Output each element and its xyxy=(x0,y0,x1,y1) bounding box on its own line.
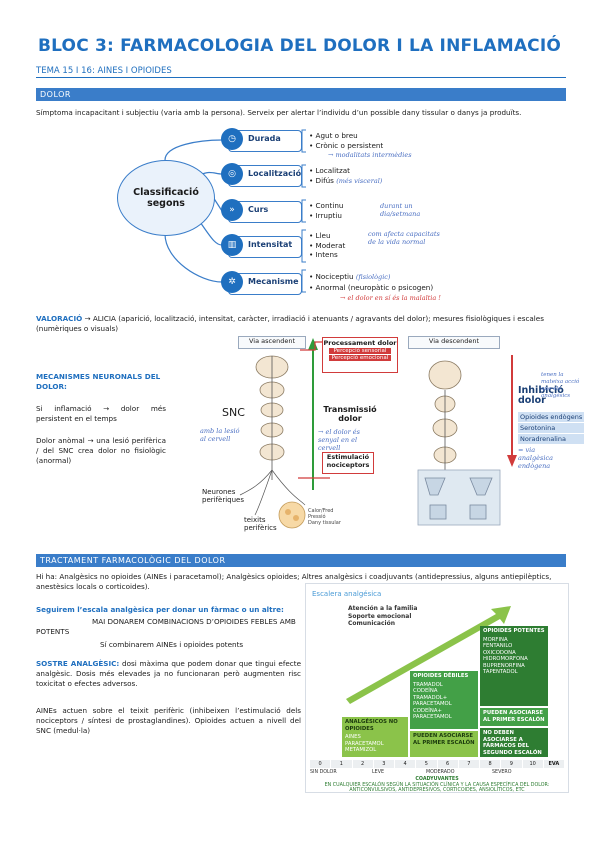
scale-cell: 10 xyxy=(522,760,543,768)
dolor-intro: Símptoma incapacitant i subjectiu (varia… xyxy=(36,108,522,117)
scale-cell: 8 xyxy=(480,760,501,768)
step3-foot1: PUEDEN ASOCIARSE AL PRIMER ESCALÓN xyxy=(480,708,548,726)
teixits-label: teixits perifèrics xyxy=(244,516,277,532)
list-item: • Anormal (neuropàtic o psicogen) xyxy=(309,282,434,292)
mecanisme-items: • Nociceptiu (fisiològic) • Anormal (neu… xyxy=(309,272,433,292)
page-subtitle: TEMA 15 I 16: AINES I OPIOIDES xyxy=(36,66,172,76)
neurones-label: Neurones perifèriques xyxy=(202,488,244,504)
processament-box: Processament dolor Percepció sensorial P… xyxy=(322,337,398,373)
clock-icon: ◷ xyxy=(221,128,243,150)
snc-label: SNC xyxy=(222,406,245,419)
durada-items: • Agut o breu • Crònic o persistent xyxy=(309,131,383,150)
coadyuvantes: COADYUVANTES EN CUALQUIER ESCALÓN SEGÚN … xyxy=(324,777,550,793)
tractament-intro: Hi ha: Analgèsics no opioides (AINEs i p… xyxy=(36,572,552,591)
list-item: • Nociceptiu (fisiològic) xyxy=(309,272,391,281)
step3-box: OPIOIDES POTENTES MORFINA FENTANILO OXIC… xyxy=(480,626,548,706)
mecanismes-p1: Si inflamació → dolor més persistent en … xyxy=(36,404,166,423)
scale-cell: 6 xyxy=(437,760,458,768)
scale-cell: 0 xyxy=(310,760,331,768)
aines-text: AINEs actuen sobre el teixit perifèric (… xyxy=(36,706,301,735)
hand-note-mecanisme: → el dolor en sí és la malaltia ! xyxy=(340,294,441,302)
list-item: • Difús (més visceral) xyxy=(309,175,383,185)
list-item: • Irruptiu xyxy=(309,210,342,220)
category-curs: » Curs xyxy=(221,199,302,223)
hand-note-curs: durant un dia/setmana xyxy=(380,202,421,218)
mecanismes-title: MECANISMES NEURONALS DEL DOLOR: xyxy=(36,372,161,391)
escalera-arrow xyxy=(346,606,511,704)
eva-scale: 0 1 2 3 4 5 6 7 8 9 10 EVA xyxy=(310,760,564,768)
scale-cell: 3 xyxy=(373,760,394,768)
step2-box: OPIOIDES DÉBILES TRAMADOL CODEÍNA TRAMAD… xyxy=(410,671,478,729)
category-durada: ◷ Durada xyxy=(221,128,302,152)
hand-note-left: amb la lesió al cervell xyxy=(200,427,240,443)
via-ascendent-label: Via ascendent xyxy=(238,336,306,349)
intensitat-items: • Lleu • Moderat • Intens xyxy=(309,231,345,260)
gears-icon: ✲ xyxy=(221,271,243,293)
hand-note-intensitat: com afecta capacitats de la vida normal xyxy=(368,230,440,246)
bar-chart-icon: ▥ xyxy=(221,234,243,256)
scale-cell: EVA xyxy=(543,760,564,768)
step2-foot: PUEDEN ASOCIARSE AL PRIMER ESCALÓN xyxy=(410,731,478,757)
category-localitzacio: ◎ Localització xyxy=(221,163,302,187)
escalera-figure: Escalera analgésica Atención a la famili… xyxy=(305,583,569,793)
transmissio-label: Transmissió dolor xyxy=(323,405,377,423)
scale-cell: 5 xyxy=(416,760,437,768)
list-item: • Agut o breu xyxy=(309,131,358,140)
inhibicio-note: = via analgèsica endògena xyxy=(518,446,553,470)
scale-cell: 9 xyxy=(501,760,522,768)
divider xyxy=(36,77,566,78)
category-intensitat: ▥ Intensitat xyxy=(221,234,302,258)
inhibicio-label: Inhibició dolor xyxy=(518,385,564,406)
hand-note-durada: → modalitats intermèdies xyxy=(328,151,412,159)
list-item: • Intens xyxy=(309,250,338,259)
escala-line2: Sí combinarem AINEs i opioides potents xyxy=(100,640,244,649)
teixits-sub: Calor/Fred Pressió Dany tissular xyxy=(308,508,341,526)
estimulacio-box: Estimulació nociceptors xyxy=(322,452,374,474)
escalera-title: Escalera analgésica xyxy=(312,590,382,598)
target-icon: ◎ xyxy=(221,163,243,185)
support-list: Atención a la familia Soporte emocional … xyxy=(348,605,418,627)
section-bar-dolor: DOLOR xyxy=(36,88,566,101)
curs-items: • Continu • Irruptiu xyxy=(309,201,343,220)
localitzacio-items: • Localitzat • Difús (més visceral) xyxy=(309,166,382,186)
step3-foot2: NO DEBEN ASOCIARSE A FÁRMACOS DEL SEGUND… xyxy=(480,728,548,757)
via-descendent-label: Via descendent xyxy=(408,336,500,349)
section-bar-tractament: TRACTAMENT FARMACOLÒGIC DEL DOLOR xyxy=(36,554,566,567)
chevrons-icon: » xyxy=(221,199,243,221)
list-item: • Lleu xyxy=(309,231,331,240)
page-title: BLOC 3: FARMACOLOGIA DEL DOLOR I LA INFL… xyxy=(37,36,562,56)
hand-note-mid: → el dolor és senyal en el cervell xyxy=(318,428,360,452)
sostre-text: SOSTRE ANALGÈSIC: dosi màxima que podem … xyxy=(36,659,301,688)
list-item: • Localitzat xyxy=(309,166,350,175)
scale-cell: 1 xyxy=(331,760,352,768)
hand-note-inhib: tenen la mateixa acció que els analgèsic… xyxy=(541,372,580,399)
step1-box: ANALGÉSICOS NO OPIOIDES AINES PARACETAMO… xyxy=(342,717,408,757)
inhibicio-items: Opioides endògens Serotonina Noradrenali… xyxy=(518,412,585,444)
list-item: • Moderat xyxy=(309,240,346,250)
classification-hub: Classificació segons xyxy=(117,160,215,236)
escala-heading: Seguirem l’escala analgèsica per donar u… xyxy=(36,605,284,614)
scale-cell: 7 xyxy=(458,760,479,768)
scale-cell: 2 xyxy=(352,760,373,768)
escala-line1: MAI DONAREM COMBINACIONS D’OPIOIDES FEBL… xyxy=(36,617,296,636)
list-item: • Crònic o persistent xyxy=(309,140,384,150)
valoracio-text: VALORACIÓ → ALICIA (aparició, localitzac… xyxy=(36,314,544,333)
category-mecanisme: ✲ Mecanisme xyxy=(221,271,302,295)
list-item: • Continu xyxy=(309,201,344,210)
scale-cell: 4 xyxy=(395,760,416,768)
mecanismes-p2: Dolor anòmal → una lesió perifèrica / de… xyxy=(36,436,166,465)
